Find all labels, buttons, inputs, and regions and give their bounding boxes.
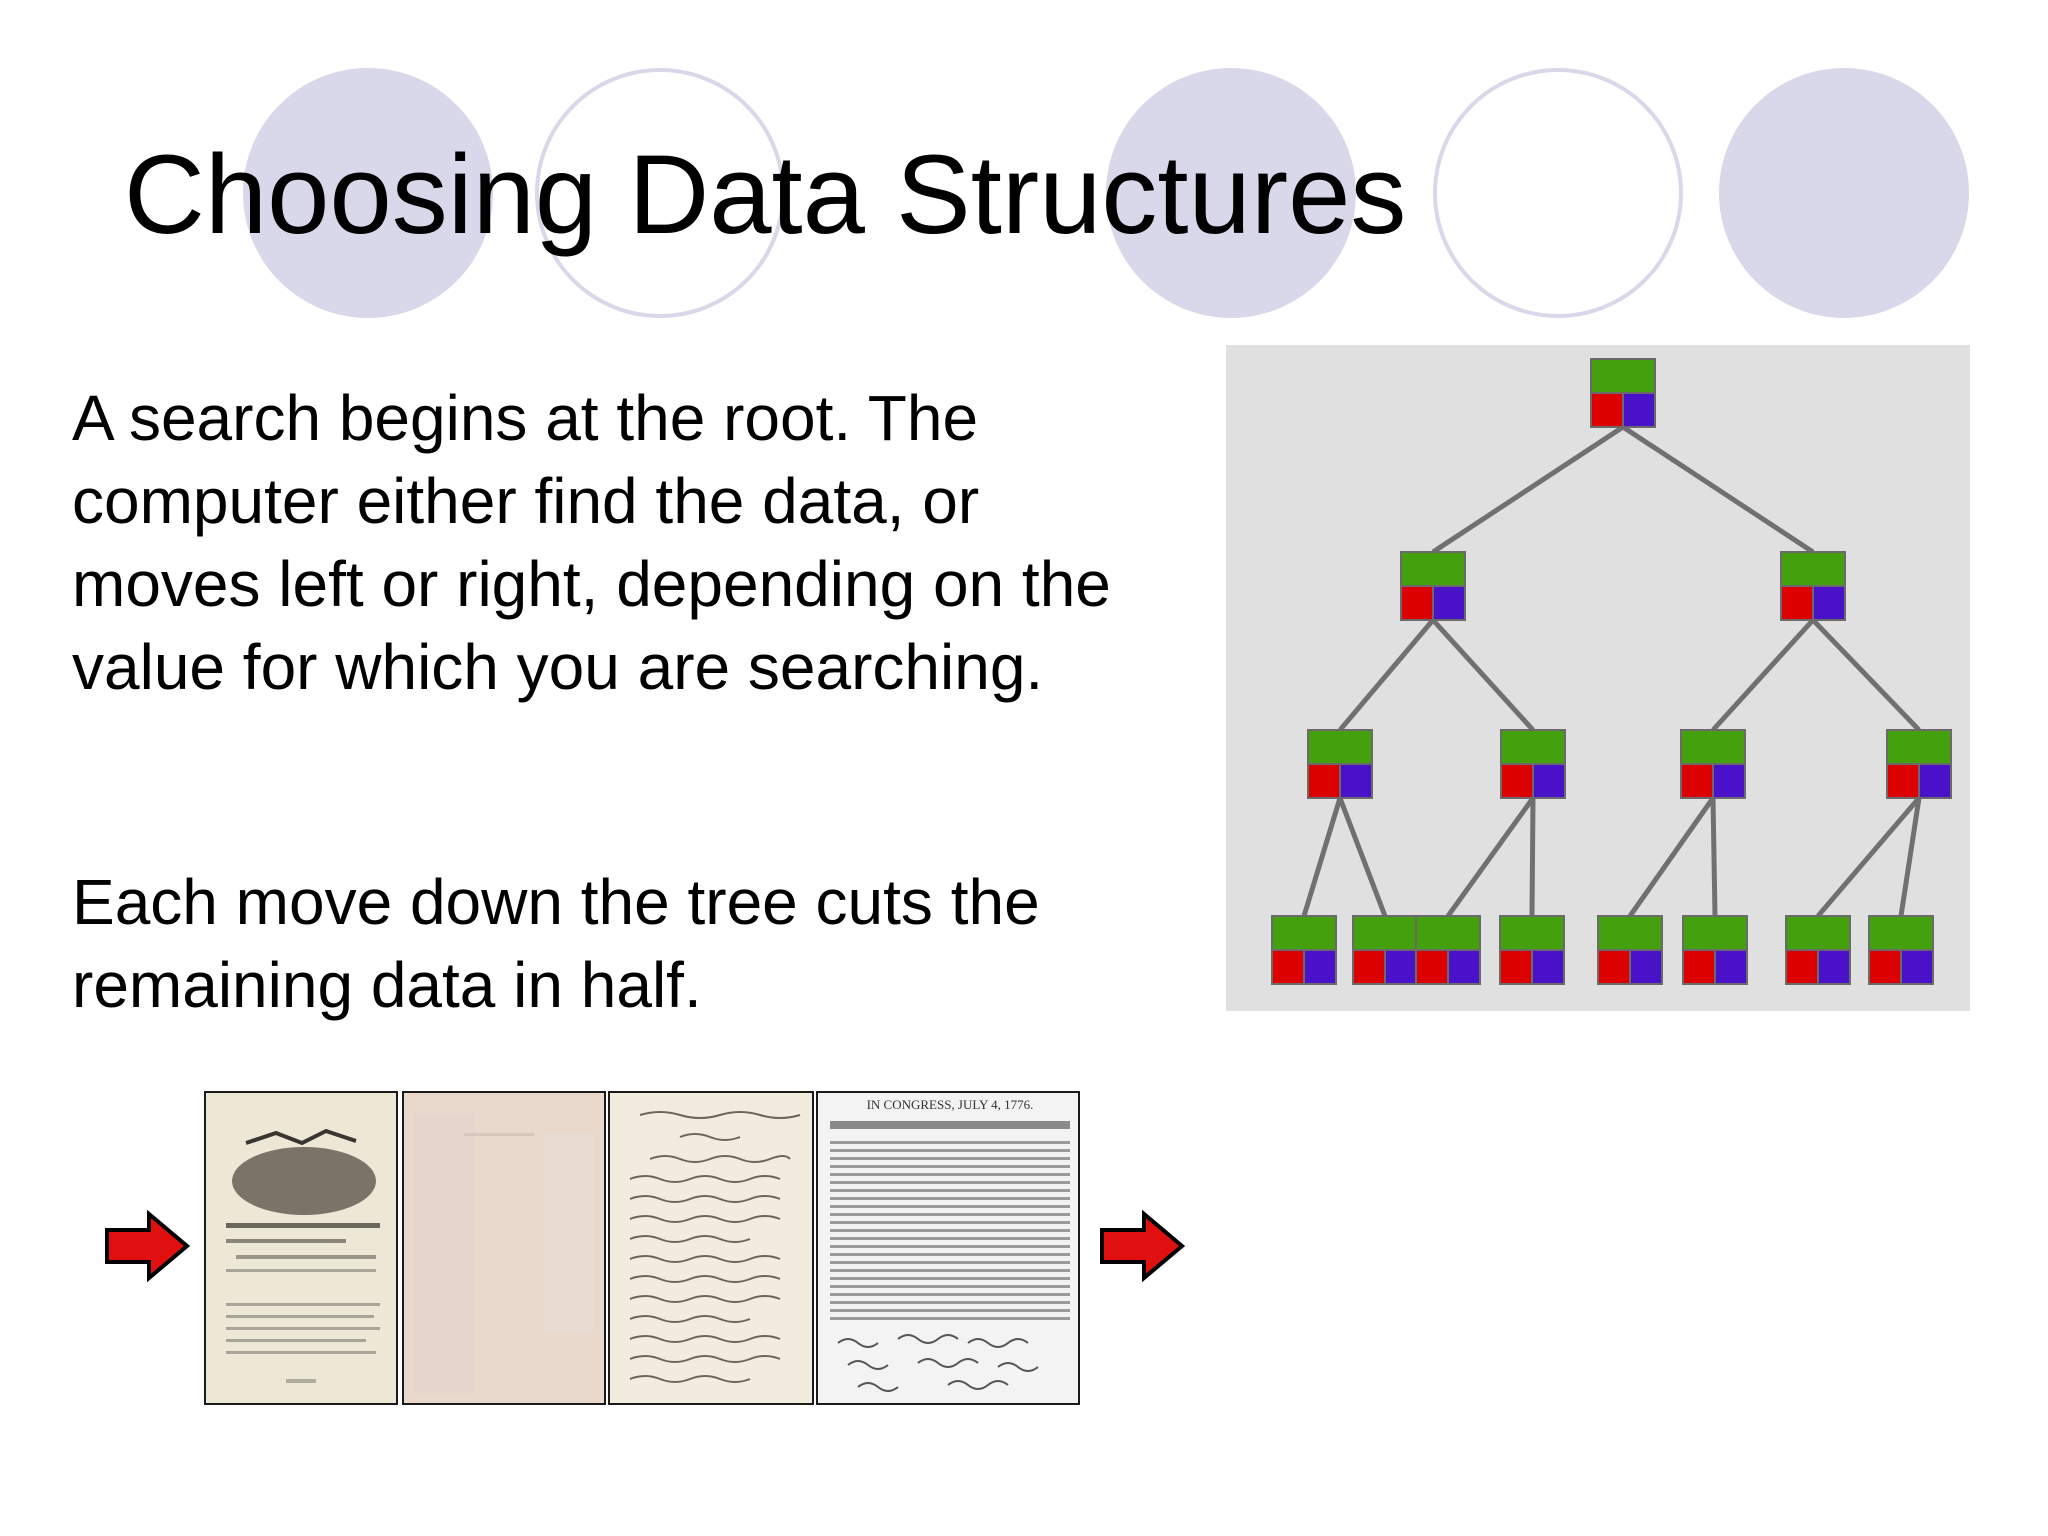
tree-node-top <box>1682 915 1748 951</box>
tree-node-left <box>1307 763 1341 799</box>
tree-node-right <box>1918 763 1952 799</box>
tree-node-top <box>1590 358 1656 394</box>
body-paragraph-search: A search begins at the root. The compute… <box>72 382 1111 703</box>
tree-node-top <box>1780 551 1846 587</box>
tree-node-left <box>1400 585 1434 621</box>
engraving-picture <box>226 1128 380 1383</box>
tree-node-left <box>1868 949 1902 985</box>
tree-node-left <box>1499 949 1533 985</box>
declaration-heading: IN CONGRESS, JULY 4, 1776. <box>866 1097 1034 1112</box>
tree-node-left <box>1597 949 1631 985</box>
tree-node-right <box>1812 585 1846 621</box>
slide-title: Choosing Data Structures <box>124 132 1407 257</box>
decorative-circle <box>1106 68 1356 318</box>
tree-node-right <box>1629 949 1663 985</box>
tree-node-right <box>1714 949 1748 985</box>
tree-node-right <box>1622 392 1656 428</box>
tree-edge <box>1431 424 1625 555</box>
tree-node-left <box>1886 763 1920 799</box>
tree-node-left <box>1500 763 1534 799</box>
tree-edge <box>1898 797 1922 917</box>
handwritten-letter-page <box>608 1091 814 1405</box>
tree-node-left <box>1682 949 1716 985</box>
tree-edge <box>1621 424 1815 555</box>
faded-manuscript-page <box>402 1091 606 1405</box>
tree-node-top <box>1785 915 1851 951</box>
tree-node-top <box>1886 729 1952 765</box>
binary-tree-diagram <box>1226 345 1970 1011</box>
tree-node-right <box>1432 585 1466 621</box>
tree-node-right <box>1447 949 1481 985</box>
decorative-circle <box>1719 68 1969 318</box>
body-paragraph-halving: Each move down the tree cuts the remaini… <box>72 866 1040 1021</box>
tree-edge <box>1710 797 1718 917</box>
tree-edge <box>1627 796 1716 918</box>
tree-node-right <box>1900 949 1934 985</box>
tree-node-top <box>1400 551 1466 587</box>
tree-edge <box>1816 796 1921 918</box>
right-arrow-icon <box>1100 1210 1186 1282</box>
tree-node-right <box>1303 949 1337 985</box>
tree-node-top <box>1352 915 1418 951</box>
tree-node-top <box>1597 915 1663 951</box>
tree-node-top <box>1868 915 1934 951</box>
tree-node-top <box>1500 729 1566 765</box>
binary-tree-graphic <box>1271 358 1952 985</box>
engraved-commission-document <box>204 1091 398 1405</box>
tree-node-top <box>1499 915 1565 951</box>
decorative-circle <box>243 68 493 318</box>
decorative-ring <box>535 68 785 318</box>
handwriting-texture <box>629 1111 801 1383</box>
tree-node-right <box>1384 949 1418 985</box>
tree-edge <box>1337 797 1388 917</box>
tree-node-left <box>1271 949 1305 985</box>
tree-node-top <box>1415 915 1481 951</box>
tree-node-right <box>1532 763 1566 799</box>
tree-node-right <box>1339 763 1373 799</box>
tree-edge <box>1431 618 1535 732</box>
tree-edge <box>1301 797 1343 917</box>
tree-edge <box>1529 797 1536 917</box>
tree-node-top <box>1271 915 1337 951</box>
tree-node-left <box>1680 763 1714 799</box>
tree-node-left <box>1785 949 1819 985</box>
tree-node-left <box>1415 949 1449 985</box>
left-arrow-icon <box>105 1210 191 1282</box>
tree-node-top <box>1680 729 1746 765</box>
tree-edge <box>1338 618 1435 732</box>
faded-page-texture <box>404 1093 604 1403</box>
tree-node-top <box>1307 729 1373 765</box>
tree-edge <box>1445 796 1536 918</box>
declaration-of-independence-document: IN CONGRESS, JULY 4, 1776. <box>816 1091 1080 1405</box>
tree-node-right <box>1531 949 1565 985</box>
declaration-texture <box>830 1121 1070 1392</box>
tree-node-left <box>1590 392 1624 428</box>
tree-node-left <box>1352 949 1386 985</box>
tree-node-right <box>1712 763 1746 799</box>
tree-edge <box>1811 618 1921 732</box>
tree-node-left <box>1780 585 1814 621</box>
decorative-ring <box>1433 68 1683 318</box>
tree-node-right <box>1817 949 1851 985</box>
tree-edge <box>1711 618 1815 732</box>
